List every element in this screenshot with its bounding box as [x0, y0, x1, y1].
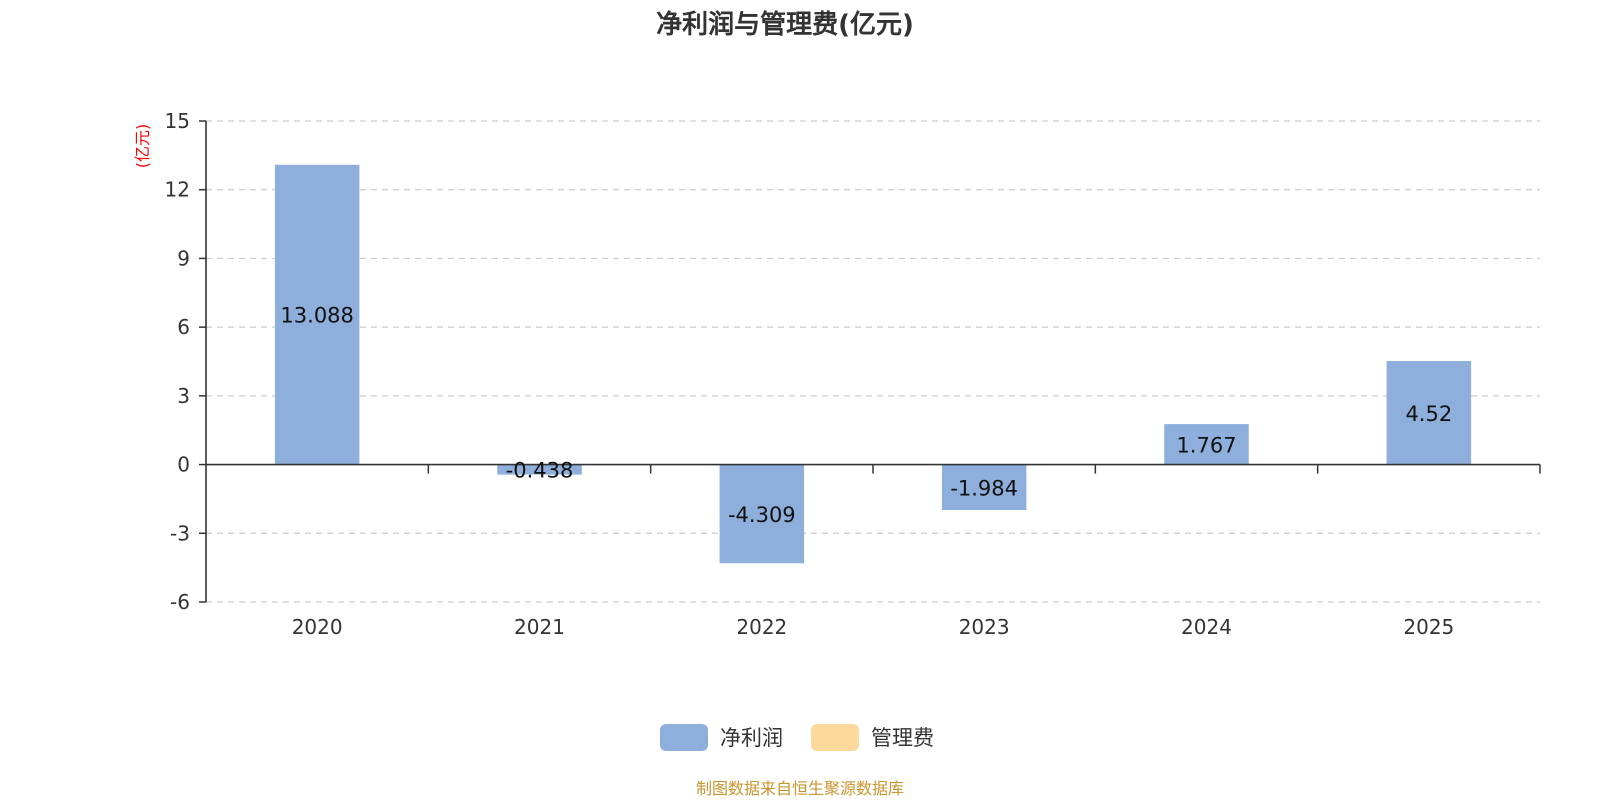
bar-net-profit-2025[interactable]	[1386, 361, 1472, 465]
y-tick-label: 15	[165, 109, 190, 133]
x-tick-label: 2023	[959, 615, 1010, 639]
grid-lines	[206, 120, 1540, 603]
source-note: 制图数据来自恒生聚源数据库	[696, 779, 904, 798]
legend-swatch-admin-expense	[811, 724, 859, 751]
bar-net-profit-2024[interactable]	[1164, 424, 1249, 465]
x-tick-label: 2020	[292, 615, 343, 639]
data-label-2025: 4.52	[1405, 402, 1452, 426]
legend: 净利润 管理费	[660, 724, 934, 751]
y-tick-label: 0	[177, 453, 190, 477]
y-axis-unit-label: (亿元)	[133, 124, 152, 169]
axes: 15 12 9 6 3 0 -3 -6 2020 2021 2022 2023 2024 2025	[165, 109, 1541, 639]
bar-net-profit-2021[interactable]	[497, 464, 582, 475]
data-label-2023: -1.984	[950, 476, 1018, 500]
bar-net-profit-2022[interactable]	[719, 464, 805, 564]
y-tick-label: 12	[165, 178, 190, 202]
y-tick-label: 3	[177, 384, 190, 408]
legend-item-net-profit[interactable]: 净利润	[660, 724, 783, 751]
legend-swatch-net-profit	[660, 724, 708, 751]
bars	[274, 164, 1472, 564]
x-tick-label: 2022	[736, 615, 787, 639]
y-tick-label: 6	[177, 315, 190, 339]
bar-net-profit-2023[interactable]	[941, 464, 1027, 511]
x-tick-label: 2021	[514, 615, 565, 639]
data-labels: 13.088 -0.438 -4.309 -1.984 1.767 4.52	[280, 304, 1452, 527]
legend-item-admin-expense[interactable]: 管理费	[811, 724, 934, 751]
x-tick-label: 2025	[1403, 615, 1454, 639]
x-tick-label: 2024	[1181, 615, 1232, 639]
y-tick-label: -6	[170, 590, 190, 614]
data-label-2022: -4.309	[728, 503, 796, 527]
data-label-2020: 13.088	[280, 304, 353, 328]
data-label-2024: 1.767	[1176, 433, 1236, 457]
y-tick-label: 9	[177, 246, 190, 270]
legend-label-admin-expense: 管理费	[871, 726, 934, 750]
legend-label-net-profit: 净利润	[720, 726, 783, 750]
y-tick-label: -3	[170, 521, 190, 545]
chart-title: 净利润与管理费(亿元)	[656, 9, 914, 40]
bar-net-profit-2020[interactable]	[274, 164, 360, 465]
data-label-2021: -0.438	[506, 459, 574, 483]
